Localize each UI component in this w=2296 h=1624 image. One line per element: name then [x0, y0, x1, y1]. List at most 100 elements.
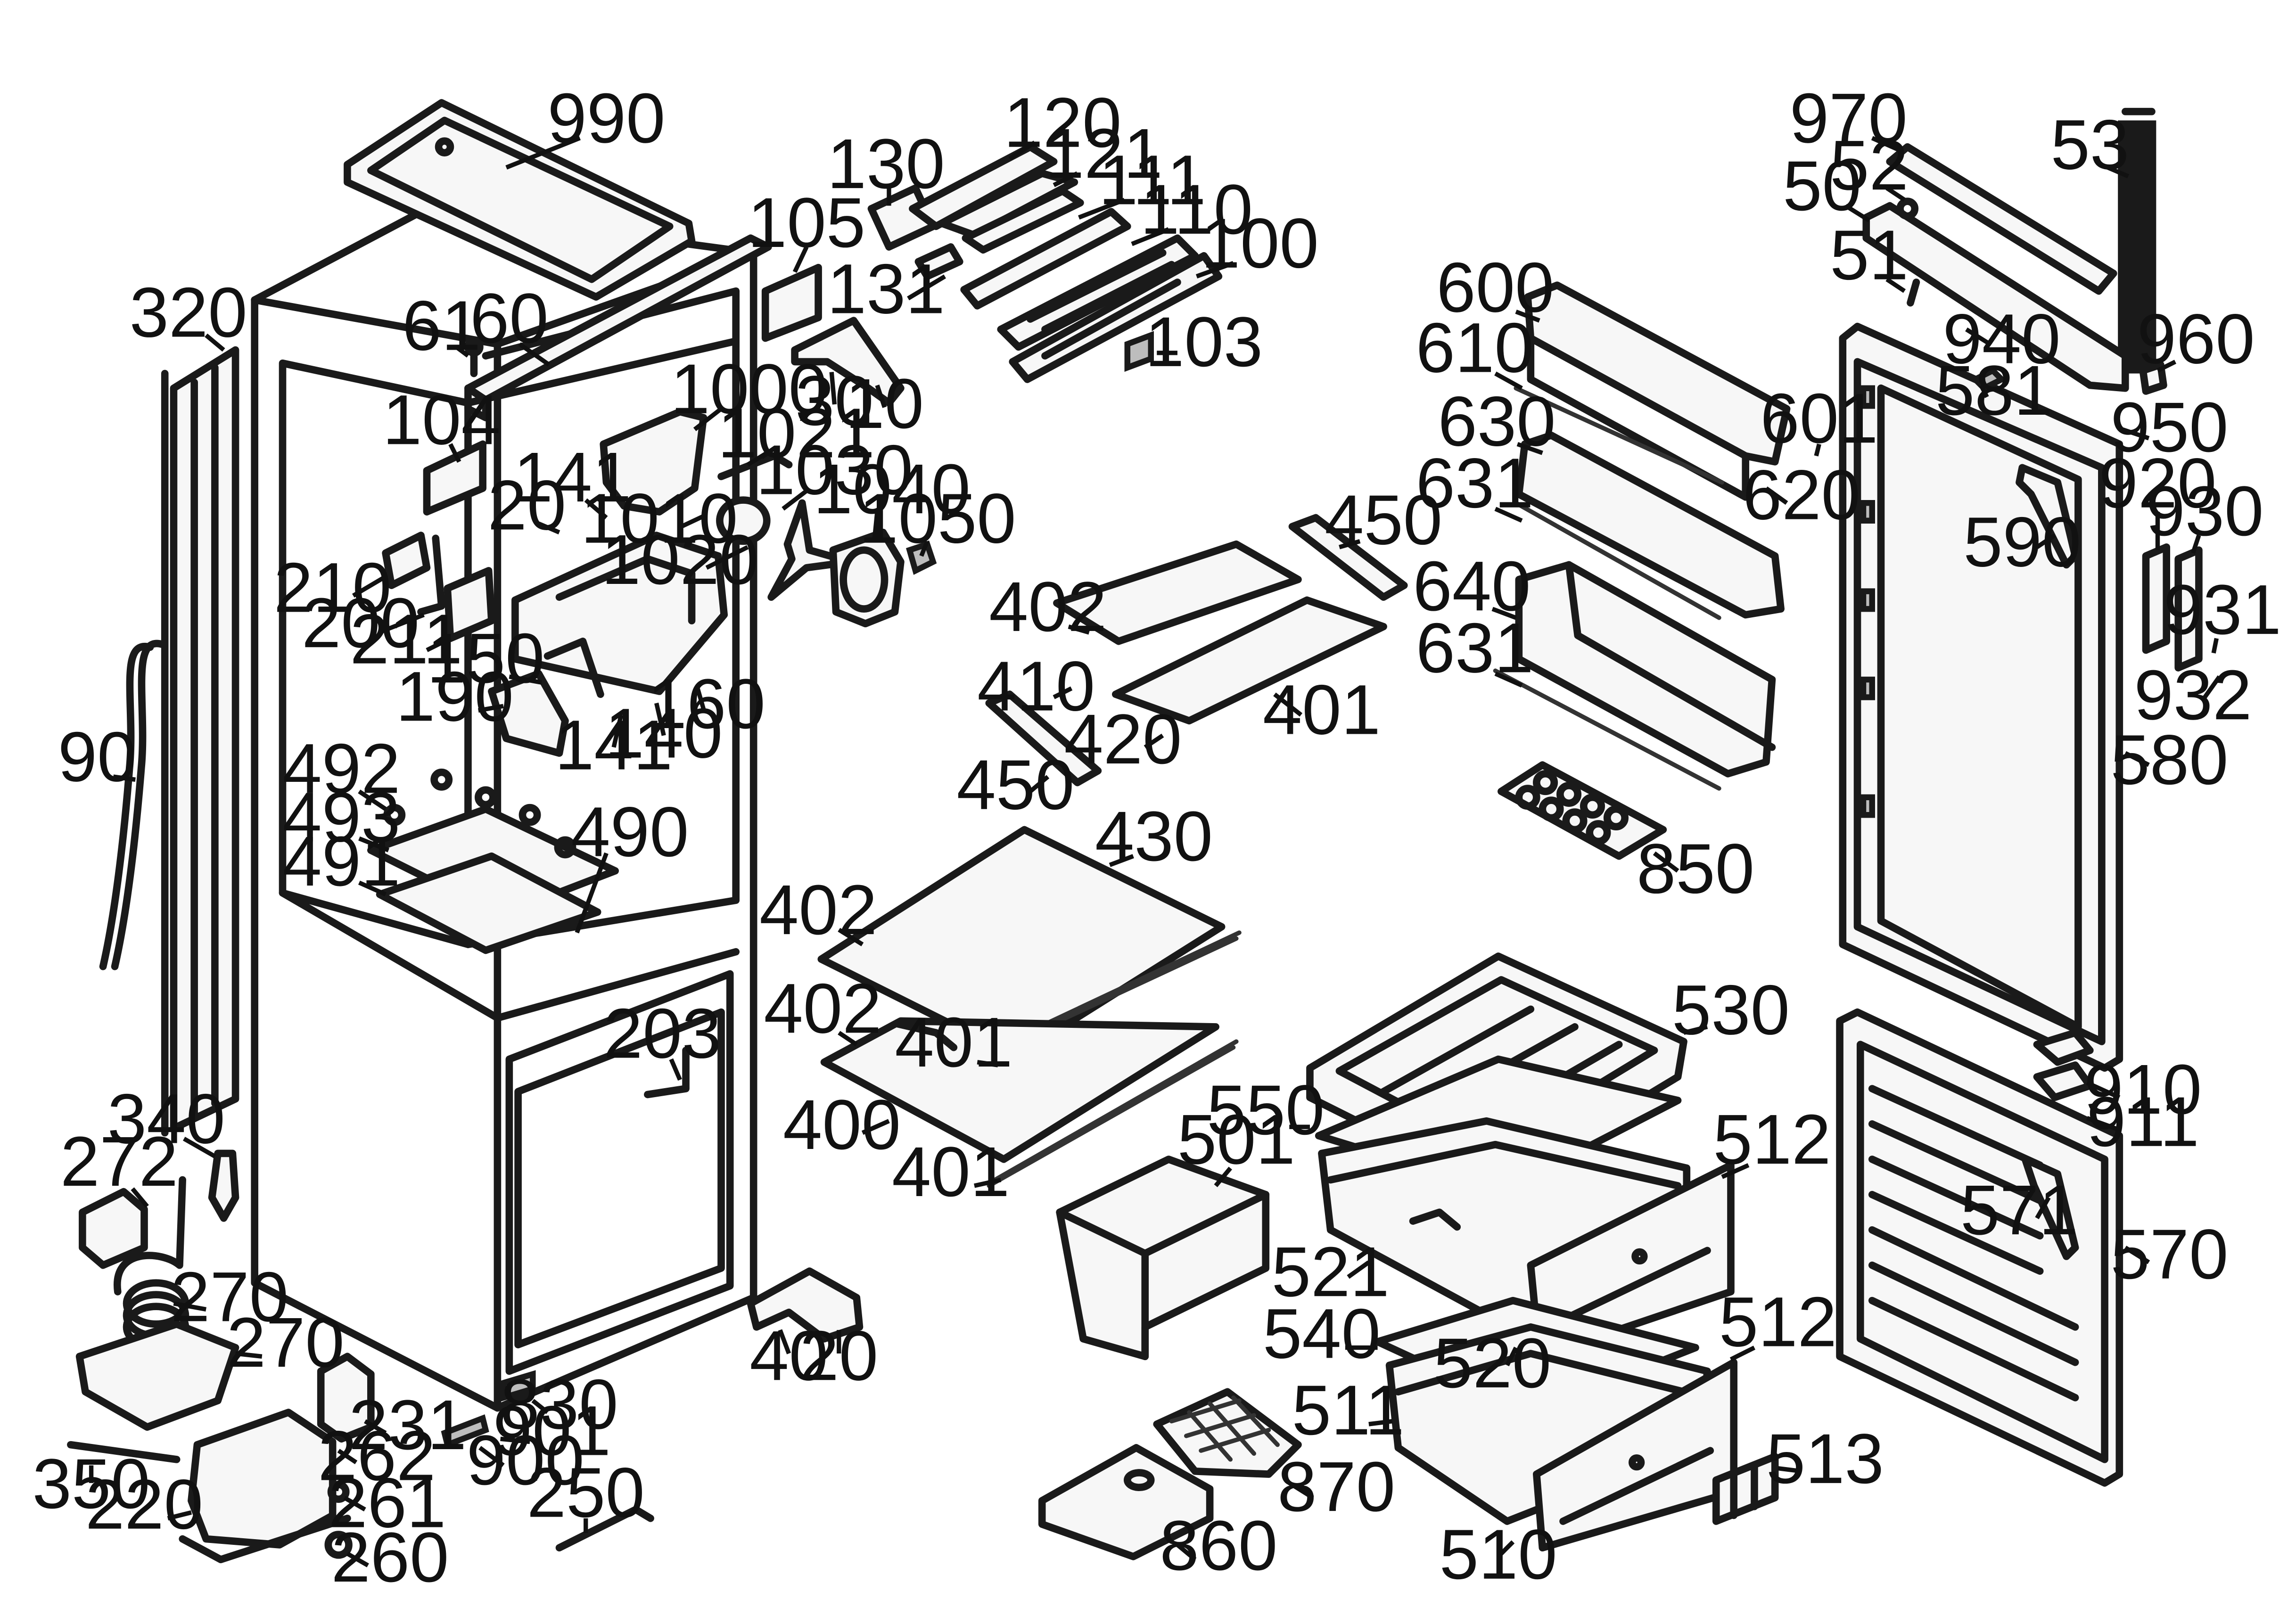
callout-label: 203	[603, 993, 721, 1073]
callout-leader	[364, 1419, 387, 1435]
callout-label: 262	[318, 1416, 436, 1495]
callout-label: 931	[2164, 570, 2281, 649]
callout-label: 630	[1438, 382, 1555, 461]
callout-leader	[611, 714, 624, 748]
callout-leader	[509, 674, 542, 685]
callout-leader	[2122, 427, 2150, 441]
callout-label: 910	[2084, 1050, 2202, 1129]
callout-leader	[537, 521, 560, 535]
callout-label: 501	[1177, 1099, 1295, 1179]
callout-label: 970	[1790, 78, 1908, 157]
callout-leader	[518, 342, 551, 367]
callout-leader	[838, 1031, 858, 1047]
part-150	[543, 637, 604, 698]
callout-label: 930	[2146, 471, 2263, 550]
hinge-911	[2033, 1061, 2094, 1101]
callout-label: 1040	[814, 449, 971, 528]
callout-leader	[167, 1510, 192, 1521]
callout-label: 50	[1783, 146, 1861, 225]
drain-tube-90	[99, 642, 154, 970]
callout-label: 901	[493, 1391, 611, 1470]
callout-leader	[1653, 851, 1679, 873]
callout-leader	[654, 702, 666, 736]
callout-label: 110	[1140, 170, 1253, 249]
callout-label: 940	[1942, 299, 2060, 378]
callout-leader	[1053, 171, 1078, 188]
callout-leader	[235, 1351, 263, 1359]
callout-label: 53	[2051, 105, 2130, 184]
callout-label: 870	[1277, 1447, 1395, 1526]
callout-label: 512	[1713, 1099, 1831, 1179]
callout-leader	[1339, 539, 1361, 550]
cap-1050	[906, 540, 937, 575]
compressor-area	[67, 1176, 489, 1564]
callout-leader	[693, 407, 723, 431]
callout-leader	[346, 1551, 369, 1567]
callout-leader	[343, 1495, 366, 1512]
callout-label: 1000	[671, 349, 828, 428]
callout-label: 402	[764, 968, 881, 1048]
callout-leader	[1729, 1345, 1756, 1362]
callout-label: 581	[1935, 351, 2053, 430]
callout-leader	[1176, 1543, 1197, 1561]
callout-label: 911	[2087, 1082, 2199, 1161]
callout-label: 60	[470, 279, 549, 358]
fan-shroud-1000	[600, 408, 708, 516]
callout-label: 430	[1095, 796, 1213, 876]
callout-label: 160	[648, 664, 765, 743]
callout-leader	[505, 136, 581, 170]
callout-label: 260	[331, 1517, 449, 1597]
callout-label: 450	[956, 745, 1074, 824]
light-cover-190	[488, 670, 569, 757]
callout-label: 100	[1201, 204, 1319, 283]
callout-label: 600	[1436, 247, 1554, 327]
callout-leader	[1494, 371, 1523, 390]
callout-label: 104	[383, 380, 501, 459]
callout-leader	[1765, 486, 1788, 505]
callout-leader	[1491, 607, 1517, 620]
callout-label: 950	[2110, 387, 2228, 467]
callout-leader	[1214, 1166, 1232, 1188]
callout-leader	[1494, 672, 1523, 688]
callout-label: 270	[171, 1257, 288, 1336]
callout-leader	[1885, 186, 1906, 202]
callout-leader	[426, 636, 452, 652]
callout-leader	[1494, 507, 1523, 523]
callout-leader	[1979, 384, 1989, 398]
callout-label: 141	[555, 705, 673, 784]
callout-leader	[1131, 227, 1169, 246]
callout-label: 631	[1416, 608, 1534, 687]
strip-970	[1886, 143, 2117, 295]
bracket-105	[761, 263, 822, 342]
callout-label: 1021	[718, 393, 875, 472]
callout-leader	[680, 513, 708, 529]
callout-label: 20	[799, 1316, 878, 1395]
callout-leader	[1029, 775, 1050, 793]
callout-leader	[1683, 1025, 1708, 1035]
callout-label: 580	[2110, 720, 2228, 799]
drawers	[1306, 952, 1779, 1552]
callout-leader	[875, 385, 887, 408]
callout-leader	[2035, 1196, 2051, 1220]
callout-leader	[455, 345, 469, 358]
callout-label: 402	[759, 870, 877, 949]
callout-leader	[131, 1187, 149, 1208]
callout-label: 450	[1325, 480, 1442, 559]
callout-leader	[1144, 733, 1164, 749]
freezer-door-570	[1836, 1008, 2123, 1487]
callout-label: 510	[1440, 1515, 1557, 1594]
callout-label: 960	[2137, 299, 2255, 378]
callout-leader	[746, 451, 768, 467]
callout-label: 401	[1263, 670, 1381, 749]
ice-tray-870	[1153, 1388, 1302, 1478]
callout-label: 105	[748, 183, 865, 262]
bracket-930	[2174, 546, 2203, 672]
callout-label: 51	[1830, 215, 1909, 295]
callout-label: 220	[85, 1465, 203, 1544]
callout-label: 270	[227, 1303, 345, 1382]
callout-label: 513	[1766, 1419, 1884, 1498]
callout-leader	[1068, 624, 1090, 635]
callout-label: 860	[1160, 1506, 1277, 1585]
callout-label: 570	[2110, 1214, 2228, 1294]
